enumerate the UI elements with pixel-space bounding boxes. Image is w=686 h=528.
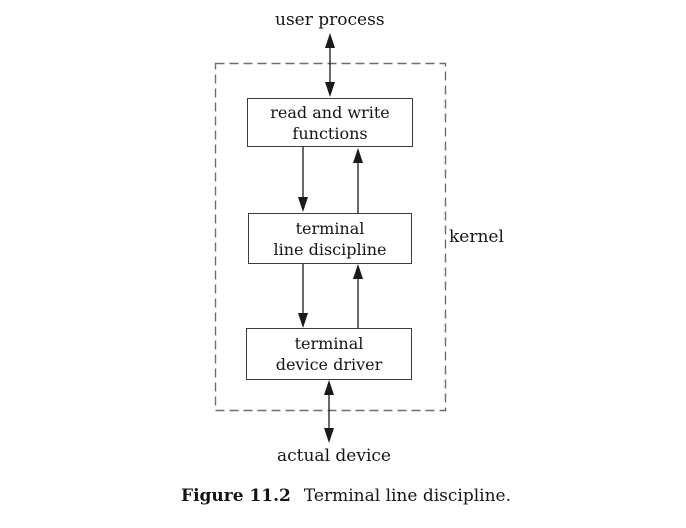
- arrow-read-to-ldisc-down: [298, 147, 308, 212]
- arrow-ldisc-to-read-up: [353, 148, 363, 213]
- figure-caption: Figure 11.2 Terminal line discipline.: [181, 486, 511, 506]
- figure-caption-number: Figure 11.2: [181, 486, 291, 506]
- arrow-actual-device-bidirectional: [324, 380, 334, 443]
- read-write-functions-box: read and write functions: [247, 98, 413, 147]
- box-text-line: terminal: [295, 218, 365, 238]
- terminal-device-driver-box: terminal device driver: [246, 328, 412, 380]
- terminal-line-discipline-box: terminal line discipline: [248, 213, 412, 264]
- box-text-line: functions: [292, 123, 368, 143]
- arrow-user-process-bidirectional: [325, 33, 335, 97]
- box-text-line: line discipline: [273, 239, 387, 259]
- arrow-driver-to-ldisc-up: [353, 264, 363, 328]
- user-process-label: user process: [275, 10, 385, 30]
- box-text-line: device driver: [275, 355, 383, 374]
- figure-caption-text: Terminal line discipline.: [303, 486, 512, 506]
- kernel-label: kernel: [449, 227, 504, 247]
- box-text-line: terminal: [294, 334, 364, 353]
- box-text-line: read and write: [270, 102, 390, 122]
- actual-device-label: actual device: [277, 446, 391, 466]
- arrow-ldisc-to-driver-down: [298, 264, 308, 328]
- arrow-group: [298, 33, 363, 443]
